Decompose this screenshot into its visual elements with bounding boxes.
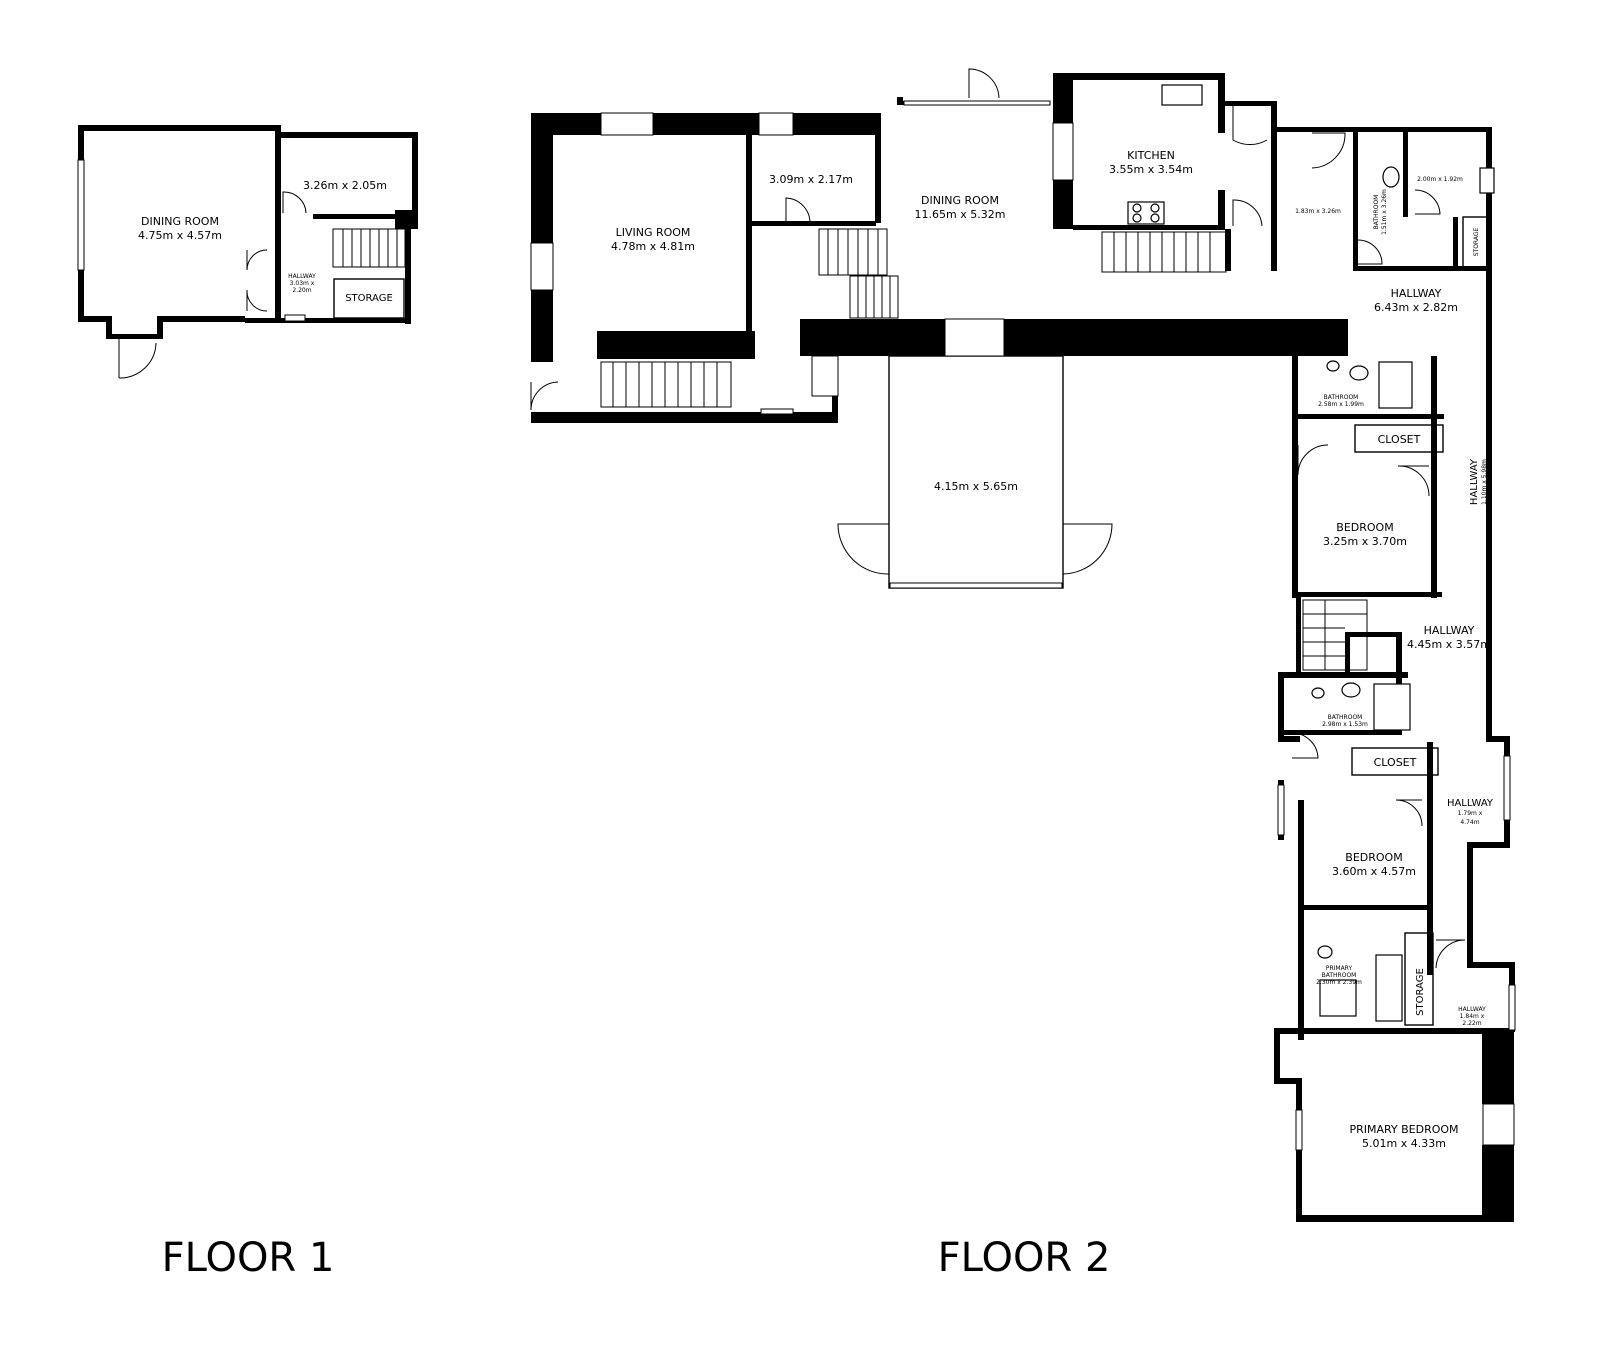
primary-bathroom-name-2: BATHROOM <box>1322 972 1357 979</box>
floor-1-dining-room-size: 4.75m x 4.57m <box>138 229 222 242</box>
floor-1-dining-room-name: DINING ROOM <box>141 215 219 228</box>
floor-1-small-room-size: 3.26m x 2.05m <box>303 179 387 192</box>
bedroom-2-size: 3.60m x 4.57m <box>1332 865 1416 878</box>
hallway-long-size: 1.10m x 5.98m <box>1481 459 1488 505</box>
hallway-small-size-1: 1.84m x <box>1460 1013 1485 1020</box>
living-room-name: LIVING ROOM <box>616 226 691 239</box>
bathroom-1-size: 2.58m x 1.99m <box>1318 401 1364 408</box>
primary-bedroom-name: PRIMARY BEDROOM <box>1349 1123 1458 1136</box>
floor-1-hallway-name: HALLWAY <box>288 273 316 280</box>
primary-bathroom-size: 2.30m x 2.39m <box>1316 979 1362 986</box>
hallway-small-size-2: 2.22m <box>1462 1020 1481 1027</box>
floor-1-window-north <box>284 314 306 322</box>
kitchen-sink <box>1161 84 1203 106</box>
hallway-long-name: HALLWAY <box>1469 458 1480 505</box>
living-room-size: 4.78m x 4.81m <box>611 240 695 253</box>
conservatory-size: 4.15m x 5.65m <box>934 480 1018 493</box>
floor-1-window-west <box>77 159 85 271</box>
floor-2-title: FLOOR 2 <box>938 1235 1111 1281</box>
floor-1-title: FLOOR 1 <box>162 1235 335 1281</box>
bathroom-2-size: 2.98m x 1.53m <box>1322 721 1368 728</box>
closet-2-box <box>1351 747 1439 776</box>
floor-1-entrance-door <box>118 339 157 379</box>
kitchen-size: 3.55m x 3.54m <box>1109 163 1193 176</box>
closet-2-name: CLOSET <box>1374 756 1417 769</box>
room-183-size: 1.83m x 3.26m <box>1295 208 1341 215</box>
hallway-main-name: HALLWAY <box>1391 287 1442 300</box>
storage-top-name: STORAGE <box>1473 228 1480 257</box>
floor-1-stairs <box>332 228 406 268</box>
closet-1-box <box>1354 424 1444 453</box>
hallway-small-name: HALLWAY <box>1458 1006 1486 1013</box>
bedroom-1-size: 3.25m x 3.70m <box>1323 535 1407 548</box>
bedroom-1-name: BEDROOM <box>1336 521 1393 534</box>
floor-1-hallway-size-2: 2.20m <box>292 287 311 294</box>
storage-bottom-box <box>1404 932 1434 1026</box>
floor-2-plan: LIVING ROOM 4.78m x 4.81m 3.09m x 2.17m … <box>530 68 1516 1222</box>
room-200-size: 2.00m x 1.92m <box>1417 176 1463 183</box>
hallway-side-name: HALLWAY <box>1447 798 1494 809</box>
bathroom-small-size: 1.51m x 3.26m <box>1381 189 1388 235</box>
bathroom-2-name: BATHROOM <box>1328 714 1363 721</box>
hallway-mid-name: HALLWAY <box>1424 624 1475 637</box>
floor-1-plan: DINING ROOM 4.75m x 4.57m 3.26m x 2.05m … <box>77 125 418 379</box>
bathroom-1-name: BATHROOM <box>1324 394 1359 401</box>
primary-bathtub <box>1375 954 1403 1022</box>
dining-room-size: 11.65m x 5.32m <box>915 208 1006 221</box>
floor-1-hallway-size-1: 3.03m x <box>290 280 315 287</box>
floor-2-doors <box>530 68 1466 969</box>
storage-bottom-name: STORAGE <box>1415 968 1426 1016</box>
floor-1-small-room-door <box>282 191 307 214</box>
primary-bedroom-size: 5.01m x 4.33m <box>1362 1137 1446 1150</box>
hallway-main-size: 6.43m x 2.82m <box>1374 301 1458 314</box>
bathroom-2-shower <box>1373 683 1411 731</box>
floor-2-walls <box>531 73 1515 1222</box>
floor-2-stairs <box>600 228 1368 671</box>
floor-2-windows <box>530 100 1516 1151</box>
hallway-side-size-1: 1.79m x <box>1458 810 1483 817</box>
floor-2-fixtures <box>1127 84 1495 1022</box>
storage-top-box <box>1462 216 1488 268</box>
bathroom-small-name: BATHROOM <box>1373 195 1380 230</box>
bedroom-2-name: BEDROOM <box>1345 851 1402 864</box>
bathroom-1-shower <box>1378 361 1413 409</box>
floor-1-storage-name: STORAGE <box>345 293 393 304</box>
floor-1-walls <box>78 125 418 339</box>
closet-1-name: CLOSET <box>1378 433 1421 446</box>
hallway-side-size-2: 4.74m <box>1460 819 1479 826</box>
kitchen-name: KITCHEN <box>1127 149 1175 162</box>
hallway-mid-size: 4.45m x 3.57m <box>1407 638 1491 651</box>
dining-room-name: DINING ROOM <box>921 194 999 207</box>
floor-1-french-door <box>246 249 268 312</box>
primary-bathroom-name-1: PRIMARY <box>1326 965 1353 972</box>
small-room-size: 3.09m x 2.17m <box>769 173 853 186</box>
